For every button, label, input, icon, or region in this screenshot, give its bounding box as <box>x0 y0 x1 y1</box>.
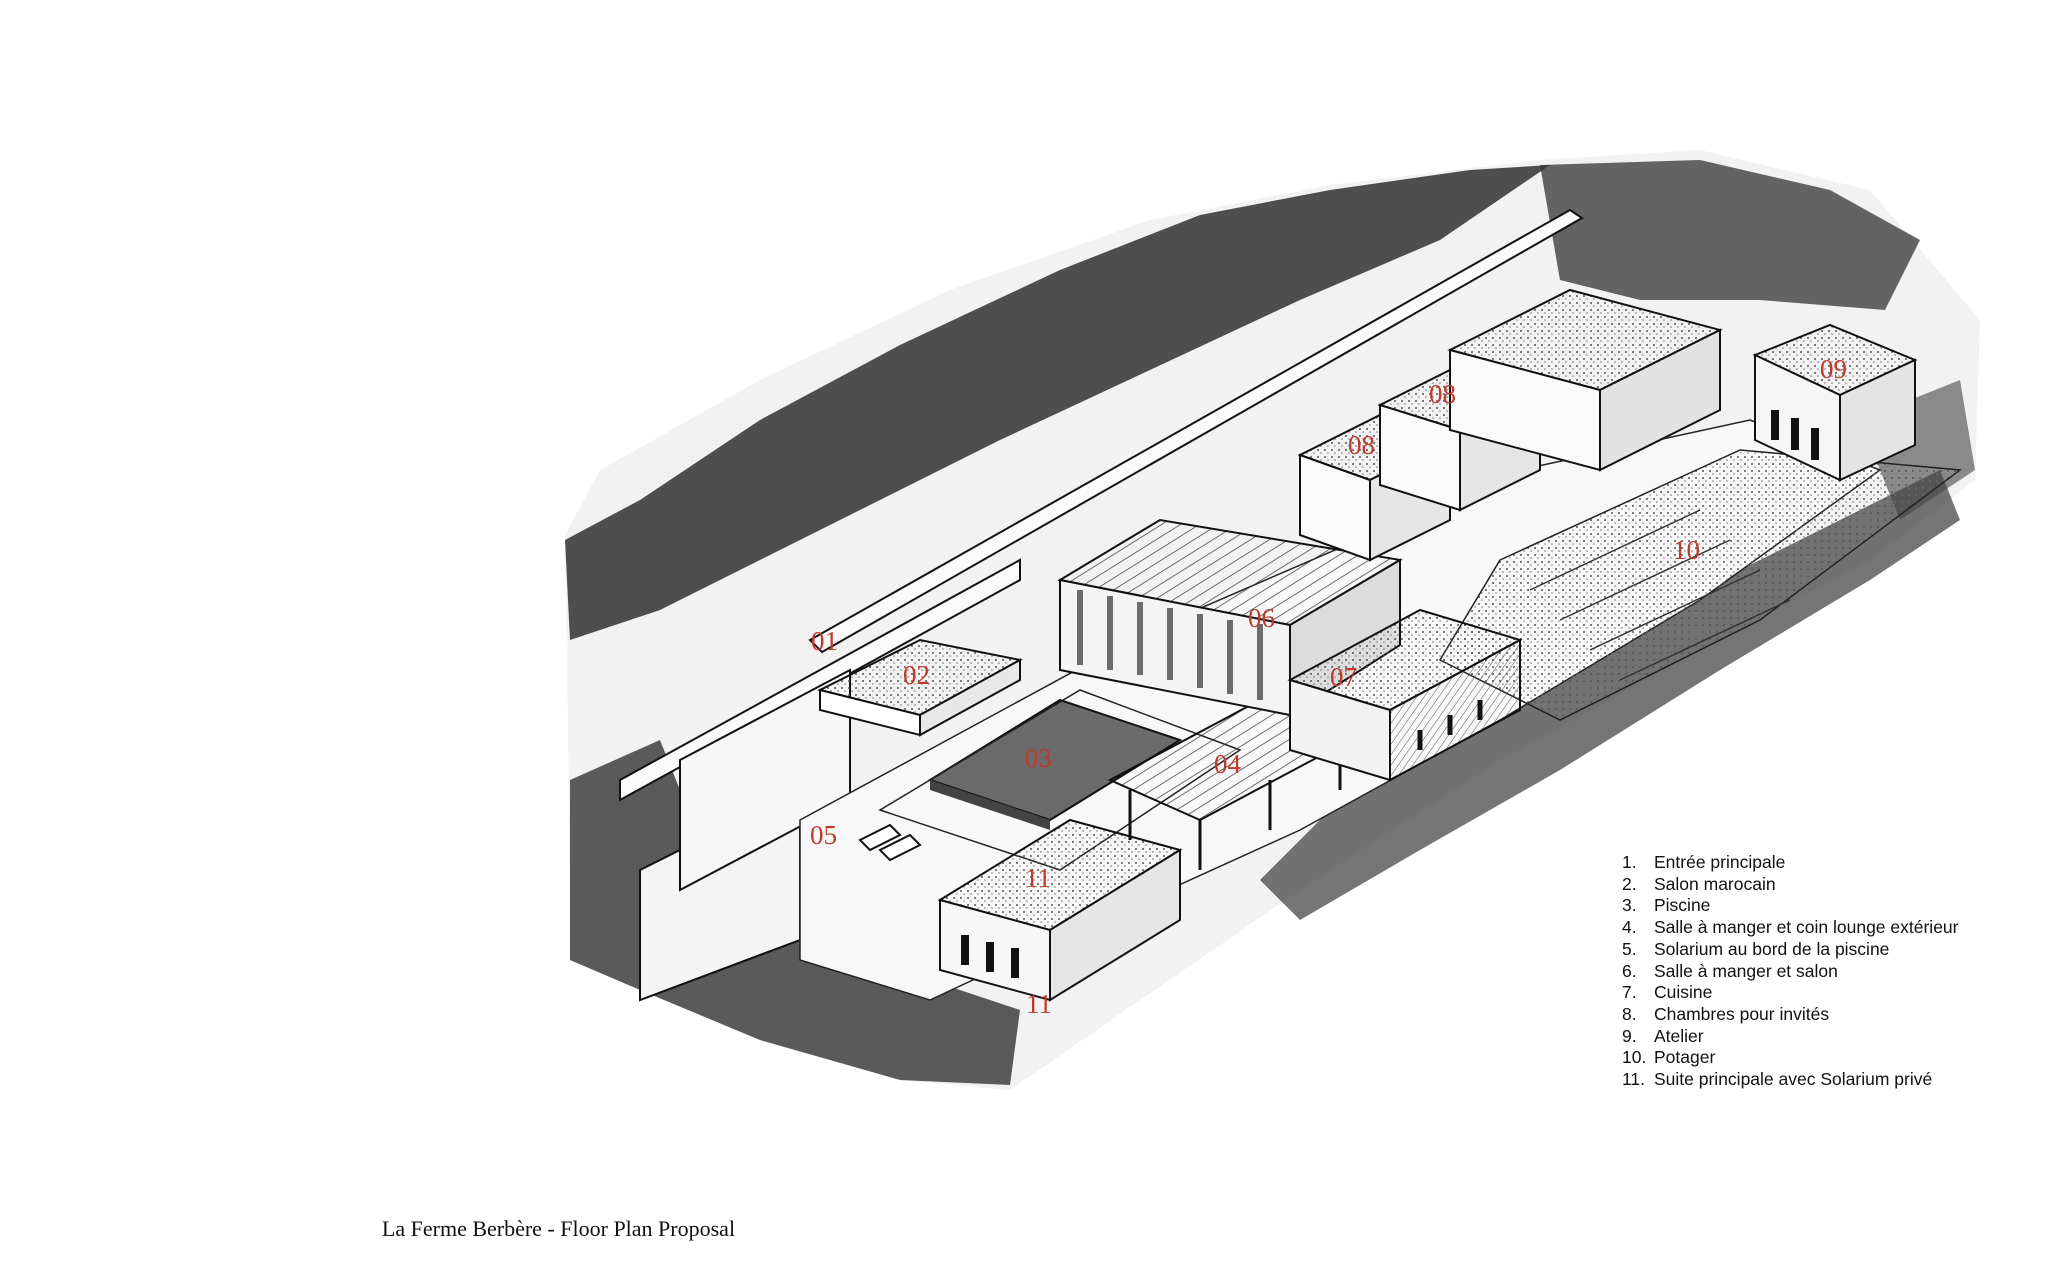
legend-item: 9. Atelier <box>1622 1026 1959 1048</box>
building-atelier <box>1752 323 1918 482</box>
legend-item-text: Potager <box>1654 1047 1716 1068</box>
legend-item: 10. Potager <box>1622 1047 1959 1069</box>
boundary-walls <box>619 208 1584 1002</box>
building-salon <box>817 638 1023 737</box>
zone-label-07: 07 <box>1330 662 1357 692</box>
zone-label-01: 01 <box>811 626 838 656</box>
zone-label-03: 03 <box>1025 743 1052 773</box>
legend-item-number: 11. <box>1622 1069 1646 1090</box>
legend-item: 5. Solarium au bord de la piscine <box>1622 939 1959 961</box>
legend-item-number: 4. <box>1622 917 1637 938</box>
zone-label-08-b: 08 <box>1429 379 1456 409</box>
pool <box>878 689 1242 871</box>
building-dining-living <box>1057 518 1403 717</box>
legend-item-number: 6. <box>1622 960 1637 981</box>
zone-number-labels: 01 02 03 04 05 06 07 08 08 09 10 11 11 <box>810 354 1847 1019</box>
legend-item-text: Salle à manger et coin lounge extérieur <box>1654 917 1959 938</box>
zone-label-11-a: 11 <box>1025 863 1051 893</box>
legend-item: 7. Cuisine <box>1622 982 1959 1004</box>
building-kitchen <box>1287 608 1523 782</box>
legend-item-number: 9. <box>1622 1025 1637 1046</box>
legend-item-text: Piscine <box>1654 895 1711 916</box>
zone-label-11-b: 11 <box>1026 989 1052 1019</box>
caption-text: La Ferme Berbère - Floor Plan Proposal <box>381 1216 736 1241</box>
legend-item-number: 5. <box>1622 938 1637 959</box>
legend-item: 2. Salon marocain <box>1622 874 1959 896</box>
legend-item: 11. Suite principale avec Solarium privé <box>1622 1069 1959 1091</box>
legend-list: 1. Entrée principale 2. Salon marocain 3. P… <box>1622 852 1959 1091</box>
legend-item-number: 8. <box>1622 1003 1637 1024</box>
zone-label-04: 04 <box>1214 749 1242 779</box>
zone-label-10: 10 <box>1673 535 1700 565</box>
zone-label-06: 06 <box>1248 603 1275 633</box>
figure-caption: La Ferme Berbère - Floor Plan Proposal <box>0 1216 2047 1242</box>
building-guest-room-c <box>1447 288 1723 472</box>
legend-item: 4. Salle à manger et coin lounge extérieu… <box>1622 917 1959 939</box>
zone-label-08-a: 08 <box>1348 430 1375 460</box>
legend-item-text: Salon marocain <box>1654 873 1776 894</box>
zone-label-09: 09 <box>1820 354 1847 384</box>
legend-item-text: Atelier <box>1654 1025 1704 1046</box>
solarium-sunbeds <box>858 823 922 862</box>
legend-item: 8. Chambres pour invités <box>1622 1004 1959 1026</box>
legend-item-number: 1. <box>1622 852 1637 872</box>
legend-item-number: 2. <box>1622 873 1637 894</box>
legend-item-text: Suite principale avec Solarium privé <box>1654 1069 1933 1090</box>
legend-item-number: 3. <box>1622 895 1637 916</box>
legend-item-text: Solarium au bord de la piscine <box>1654 938 1890 959</box>
legend-item: 6. Salle à manger et salon <box>1622 961 1959 983</box>
legend-item-text: Salle à manger et salon <box>1654 960 1838 981</box>
zone-label-05: 05 <box>810 820 837 850</box>
legend-item-number: 7. <box>1622 982 1637 1003</box>
legend-item-text: Entrée principale <box>1654 852 1786 872</box>
legend-item: 1. Entrée principale <box>1622 852 1959 874</box>
legend-item-text: Cuisine <box>1654 982 1713 1003</box>
legend-item-text: Chambres pour invités <box>1654 1003 1830 1024</box>
zone-label-02: 02 <box>903 660 930 690</box>
legend-item-number: 10. <box>1622 1047 1647 1068</box>
building-master-suite <box>937 818 1183 1002</box>
legend-item: 3. Piscine <box>1622 895 1959 917</box>
